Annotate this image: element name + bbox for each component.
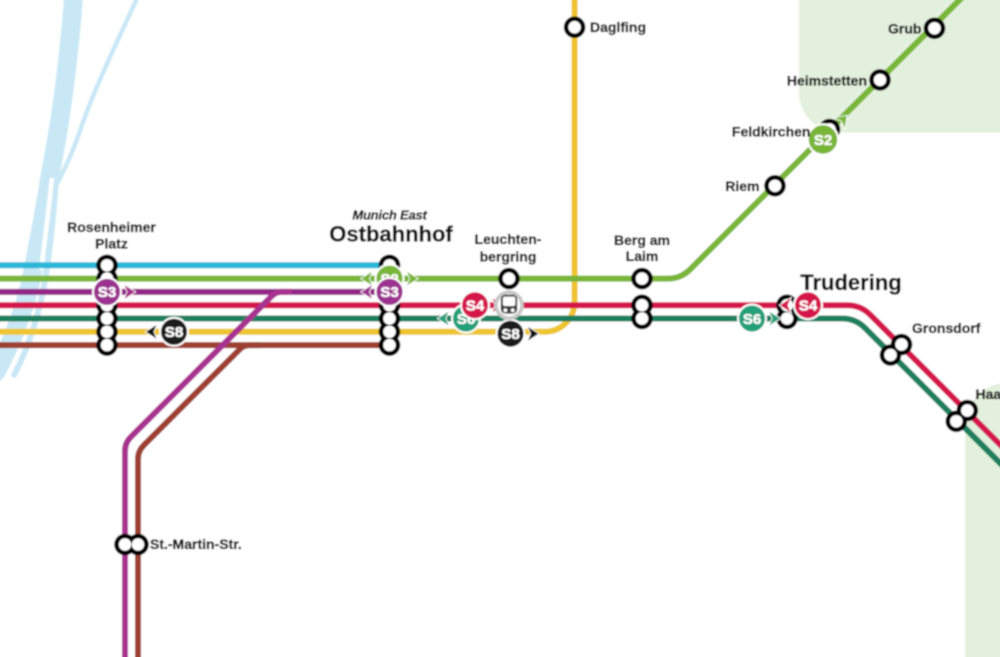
svg-text:Platz: Platz — [95, 236, 128, 252]
svg-text:Heimstetten: Heimstetten — [787, 73, 867, 89]
svg-text:S8: S8 — [501, 326, 519, 343]
svg-text:Riem: Riem — [725, 178, 759, 194]
svg-text:Haar: Haar — [976, 386, 1000, 402]
svg-text:Leuchten-: Leuchten- — [475, 231, 542, 247]
svg-text:Laim: Laim — [626, 248, 659, 264]
svg-text:Rosenheimer: Rosenheimer — [67, 219, 156, 235]
svg-text:S6: S6 — [743, 311, 761, 328]
svg-text:S4: S4 — [799, 298, 818, 315]
svg-text:S2: S2 — [814, 132, 832, 149]
svg-text:S3: S3 — [380, 284, 398, 301]
svg-text:Grub: Grub — [888, 20, 921, 36]
svg-text:Trudering: Trudering — [800, 270, 901, 295]
svg-text:S3: S3 — [98, 284, 116, 301]
svg-text:S8: S8 — [165, 324, 183, 341]
svg-text:Ostbahnhof: Ostbahnhof — [329, 222, 453, 247]
svg-text:Gronsdorf: Gronsdorf — [912, 320, 981, 336]
svg-text:Daglfing: Daglfing — [590, 19, 646, 35]
svg-text:Feldkirchen: Feldkirchen — [732, 124, 811, 140]
svg-text:S4: S4 — [466, 298, 485, 315]
svg-text:Munich East: Munich East — [352, 208, 427, 223]
svg-text:Berg am: Berg am — [614, 232, 670, 248]
svg-text:bergring: bergring — [480, 249, 537, 265]
svg-text:St.-Martin-Str.: St.-Martin-Str. — [150, 536, 242, 552]
